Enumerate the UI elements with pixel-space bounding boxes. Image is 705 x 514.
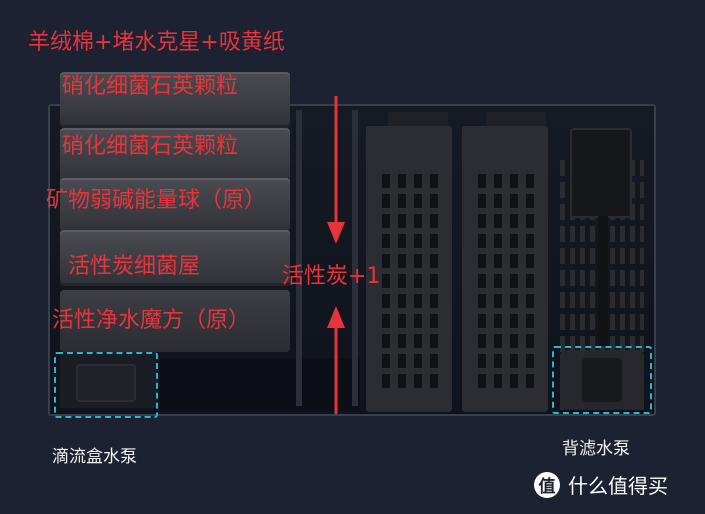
drip-tray-3: [60, 178, 290, 234]
drip-pump-body: [76, 364, 136, 402]
tank-divider: [296, 110, 302, 406]
drip-pump-label: 滴流盒水泵: [52, 447, 137, 467]
watermark: 值 什么值得买: [534, 470, 668, 499]
cartridge-grill: [374, 174, 444, 394]
drip-pump-highlight: [54, 352, 158, 418]
flow-label: 活性炭+1: [282, 264, 381, 289]
filter-cartridge: [366, 126, 452, 412]
back-pump-core: [582, 358, 622, 402]
drip-tray-2: [60, 128, 290, 184]
back-filter-head: [570, 128, 632, 218]
back-filter-pipe: [598, 216, 608, 346]
top-layer-label: 羊绒棉+堵水克星+吸黄纸: [28, 30, 285, 55]
drip-tray-1: [60, 72, 290, 128]
up-arrow-icon: [327, 306, 345, 414]
layer-2-label: 硝化细菌石英颗粒: [62, 134, 239, 159]
layer-5-label: 活性净水魔方（原）: [52, 308, 251, 333]
tank-divider: [352, 110, 358, 406]
cartridge-grill: [470, 174, 540, 394]
back-pump-highlight: [552, 346, 652, 414]
tank-floor: [160, 358, 360, 410]
back-pump-label: 背滤水泵: [562, 439, 630, 459]
down-arrow-icon: [327, 96, 345, 244]
layer-3-label: 矿物弱碱能量球（原）: [46, 188, 267, 213]
layer-1-label: 硝化细菌石英颗粒: [62, 74, 239, 99]
filter-cartridge: [462, 126, 548, 412]
layer-4-label: 活性炭细菌屋: [68, 254, 201, 279]
watermark-logo-icon: 值: [534, 471, 560, 498]
drip-tray-4: [60, 230, 290, 286]
watermark-text: 什么值得买: [568, 474, 668, 498]
drip-tray-5: [60, 290, 290, 352]
